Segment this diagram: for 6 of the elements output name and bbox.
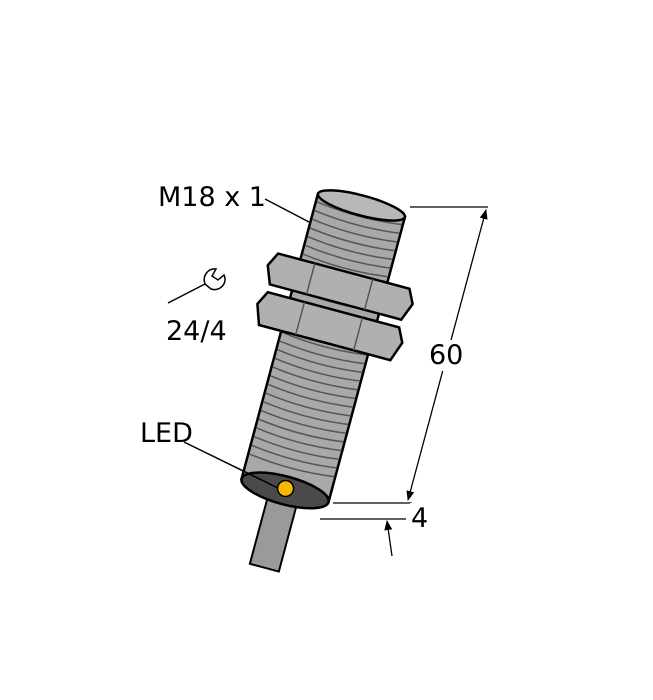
callout-label: M18 x 1 [158, 184, 266, 211]
leader-line [184, 441, 278, 489]
dimension-text: 60 [428, 340, 464, 371]
led-indicator [276, 480, 294, 498]
callout-label: LED [140, 420, 193, 447]
leader-line [264, 198, 310, 223]
